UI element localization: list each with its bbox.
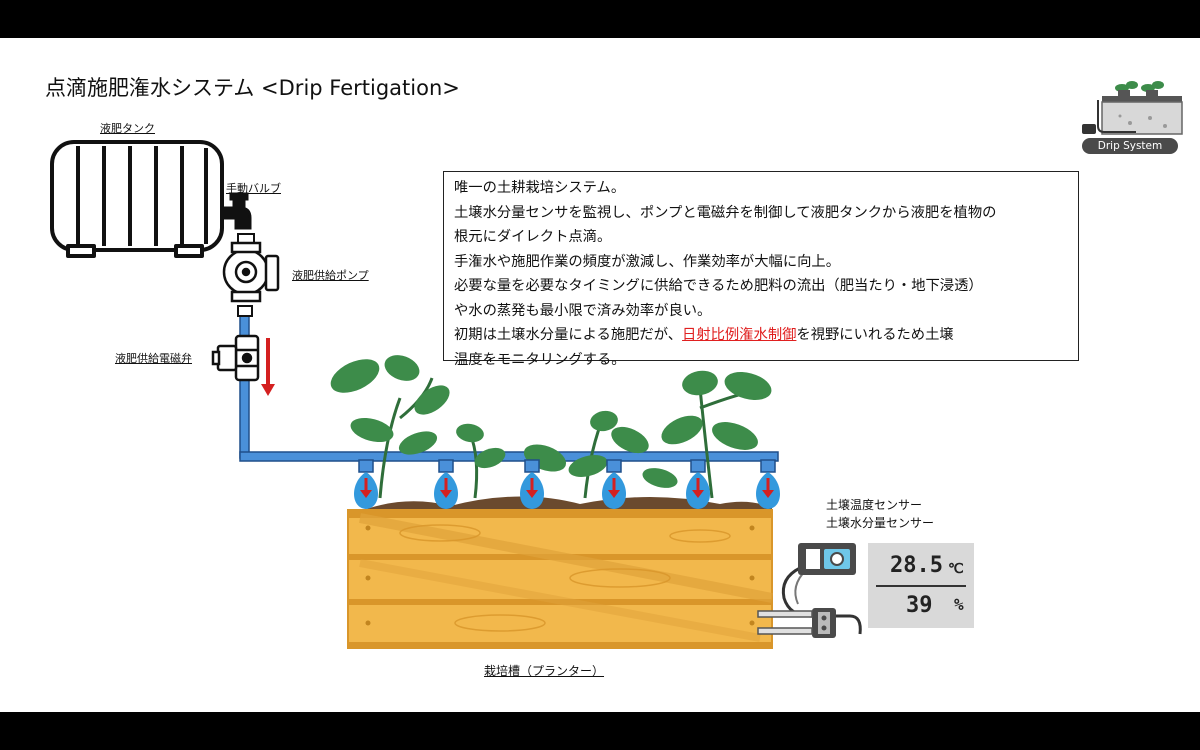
pump-icon bbox=[222, 241, 280, 303]
drip-system-badge-icon bbox=[1082, 81, 1183, 135]
planter-label: 栽培槽（プランター） bbox=[484, 664, 605, 678]
flow-arrow-down-icon bbox=[261, 338, 275, 396]
info-text: 初期は土壌水分量による施肥だが、 bbox=[454, 327, 683, 343]
tank-label: 液肥タンク bbox=[100, 122, 155, 135]
dripper-icon bbox=[602, 459, 626, 509]
highlight-text: 日射比例潅水制御 bbox=[682, 327, 797, 343]
manual-valve-icon bbox=[220, 192, 252, 230]
plant-leaves bbox=[330, 355, 772, 499]
dripper-icon bbox=[354, 459, 378, 509]
moisture-value: 39 bbox=[906, 593, 933, 618]
sensor-readout: 28.5 ℃ 39 % bbox=[868, 543, 974, 628]
system-diagram bbox=[50, 81, 1183, 649]
valve-label: 手動バルブ bbox=[226, 182, 281, 195]
info-line: 唯一の土耕栽培システム。 bbox=[454, 180, 626, 196]
solenoid-valve-icon bbox=[211, 334, 260, 382]
info-line: 根元にダイレクト点滴。 bbox=[454, 229, 612, 245]
info-line: 手潅水や施肥作業の頻度が激減し、作業効率が大幅に向上。 bbox=[454, 253, 841, 270]
pump-label: 液肥供給ポンプ bbox=[292, 269, 369, 282]
dripper-icon bbox=[686, 459, 710, 509]
slide: 点滴施肥潅水システム <Drip Fertigation> bbox=[0, 38, 1200, 712]
moisture-unit: % bbox=[954, 595, 964, 614]
info-line: 必要な量を必要なタイミングに供給できるため肥料の流出（肥当たり・地下浸透） bbox=[454, 278, 983, 294]
dripper-icon bbox=[434, 459, 458, 509]
planter-box bbox=[347, 509, 773, 649]
readout-divider bbox=[876, 585, 966, 587]
info-line: 初期は土壌水分量による施肥だが、日射比例潅水制御を視野にいれるため土壌 bbox=[454, 323, 1068, 348]
tank-icon bbox=[50, 140, 224, 258]
info-text: を視野にいれるため土壌 bbox=[796, 327, 954, 343]
horizontal-pipe bbox=[239, 451, 779, 462]
dripper-icon bbox=[756, 459, 780, 509]
drippers bbox=[354, 459, 780, 509]
info-line: 土壌水分量センサを監視し、ポンプと電磁弁を制御して液肥タンクから液肥を植物の bbox=[454, 204, 997, 221]
temperature-value: 28.5 bbox=[890, 553, 943, 578]
info-line: 温度をモニタリングする。 bbox=[454, 351, 626, 368]
temperature-unit: ℃ bbox=[948, 561, 964, 577]
sensor-moisture-label: 土壌水分量センサー bbox=[826, 516, 935, 530]
sensor-device-icon bbox=[757, 543, 862, 638]
drip-system-badge: Drip System bbox=[1082, 138, 1178, 154]
sensor-temp-label: 土壌温度センサー bbox=[826, 498, 923, 512]
description-box: 唯一の土耕栽培システム。 土壌水分量センサを監視し、ポンプと電磁弁を制御して液肥… bbox=[443, 171, 1079, 368]
solenoid-label: 液肥供給電磁弁 bbox=[115, 352, 192, 365]
page-title: 点滴施肥潅水システム <Drip Fertigation> bbox=[45, 76, 460, 100]
dripper-icon bbox=[520, 459, 544, 509]
info-line: や水の蒸発も最小限で済み効率が良い。 bbox=[454, 302, 712, 319]
